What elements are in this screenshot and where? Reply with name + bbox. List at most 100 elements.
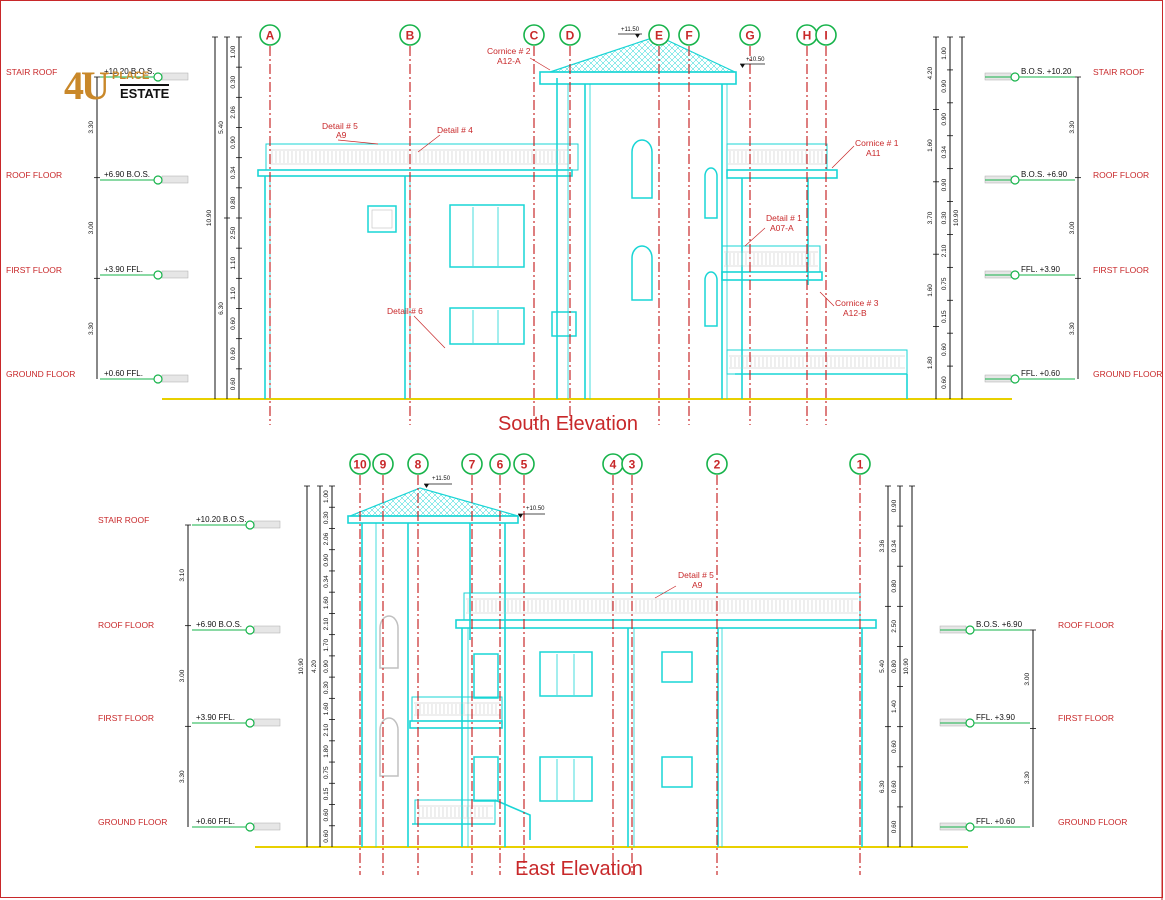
east-level-datum bbox=[965, 625, 975, 635]
south-dim-label: 0.30 bbox=[230, 76, 237, 89]
south-dim-label: 10.90 bbox=[206, 209, 213, 226]
south-level-datum bbox=[153, 72, 163, 82]
south-level-name: STAIR ROOF bbox=[6, 67, 57, 77]
east-dim-label: 3.00 bbox=[1024, 673, 1031, 686]
east-level-value: +3.90 FFL. bbox=[196, 713, 235, 722]
east-dim-label: 0.60 bbox=[323, 830, 330, 843]
east-level-name: FIRST FLOOR bbox=[98, 713, 154, 723]
east-top-level: +11.50 bbox=[432, 476, 451, 482]
south-grid-label: E bbox=[655, 29, 663, 43]
south-dimension-strings: 3.303.003.3010.905.406.301.000.302.060.9… bbox=[88, 36, 1081, 399]
south-detail-label: Detail # 6 bbox=[387, 306, 423, 316]
south-detail-label: Cornice # 2 bbox=[487, 46, 531, 56]
east-detail-ref: A9 bbox=[692, 580, 703, 590]
east-level-datum bbox=[245, 625, 255, 635]
south-grid-bubble bbox=[399, 24, 421, 46]
east-level-datum bbox=[965, 718, 975, 728]
east-annotations: Detail # 5 A9 bbox=[654, 570, 714, 599]
south-grid-label: F bbox=[685, 29, 692, 43]
south-dim-label: 6.30 bbox=[218, 302, 225, 315]
south-dim-label: 0.60 bbox=[941, 376, 948, 389]
south-grid-bubble bbox=[815, 24, 837, 46]
south-dim-label: 0.80 bbox=[230, 196, 237, 209]
south-level-name: GROUND FLOOR bbox=[1093, 369, 1162, 379]
company-logo: 4U PLACE ESTATE bbox=[64, 64, 179, 112]
south-dim-label: 0.34 bbox=[230, 166, 237, 179]
south-dim-label: 1.80 bbox=[927, 356, 934, 369]
east-dim-label: 4.20 bbox=[311, 660, 318, 673]
south-dim-label: 0.75 bbox=[941, 277, 948, 290]
east-top-level: +10.50 bbox=[526, 506, 545, 512]
south-grid-label: D bbox=[566, 29, 575, 43]
east-dim-label: 10.90 bbox=[298, 658, 305, 675]
east-level-datum bbox=[965, 822, 975, 832]
east-dim-label: 0.30 bbox=[323, 681, 330, 694]
east-level-name: FIRST FLOOR bbox=[1058, 713, 1114, 723]
south-level-datum bbox=[153, 270, 163, 280]
east-grid-bubble bbox=[706, 453, 728, 475]
south-detail-label: Cornice # 1 bbox=[855, 138, 899, 148]
south-grid-bubble bbox=[648, 24, 670, 46]
east-grid-label: 4 bbox=[610, 458, 617, 472]
east-grid-label: 6 bbox=[497, 458, 504, 472]
east-dim-label: 0.60 bbox=[891, 740, 898, 753]
south-dim-label: 2.06 bbox=[230, 106, 237, 119]
south-level-datum bbox=[153, 175, 163, 185]
south-grid-label: C bbox=[530, 29, 539, 43]
east-level-value: B.O.S. +6.90 bbox=[976, 620, 1023, 629]
south-grid-label: G bbox=[745, 29, 754, 43]
south-dim-label: 0.60 bbox=[941, 343, 948, 356]
east-top-level-markers: +11.50 +10.50 bbox=[424, 476, 545, 518]
south-dim-label: 0.90 bbox=[230, 136, 237, 149]
east-dim-label: 0.60 bbox=[891, 780, 898, 793]
south-level-datum bbox=[153, 374, 163, 384]
east-dim-label: 0.34 bbox=[323, 575, 330, 588]
south-dim-label: 5.40 bbox=[218, 121, 225, 134]
south-level-value: +3.90 FFL. bbox=[104, 265, 143, 274]
south-top-level-markers: +11.50 +10.50 bbox=[618, 27, 765, 68]
east-grid-bubble bbox=[513, 453, 535, 475]
south-dim-label: 10.90 bbox=[953, 209, 960, 226]
east-dim-label: 1.40 bbox=[891, 700, 898, 713]
south-balustrades bbox=[270, 149, 905, 369]
south-dim-label: 0.34 bbox=[941, 145, 948, 158]
south-dim-label: 0.60 bbox=[230, 347, 237, 360]
south-grid-bubble bbox=[739, 24, 761, 46]
south-grid-bubble bbox=[559, 24, 581, 46]
east-level-tile bbox=[253, 520, 281, 529]
east-level-value: +6.90 B.O.S. bbox=[196, 620, 242, 629]
south-level-value: +0.60 FFL. bbox=[104, 369, 143, 378]
south-level-name: FIRST FLOOR bbox=[1093, 265, 1149, 275]
east-level-name: GROUND FLOOR bbox=[98, 817, 167, 827]
east-balustrades bbox=[414, 598, 858, 819]
east-level-tile bbox=[253, 625, 281, 634]
east-level-value: FFL. +3.90 bbox=[976, 713, 1015, 722]
east-dim-label: 0.75 bbox=[323, 766, 330, 779]
east-grid-bubble bbox=[849, 453, 871, 475]
east-level-name: GROUND FLOOR bbox=[1058, 817, 1127, 827]
east-grid-label: 3 bbox=[629, 458, 636, 472]
south-dim-label: 2.10 bbox=[941, 244, 948, 257]
east-dim-label: 3.00 bbox=[179, 669, 186, 682]
south-grid-label: B bbox=[406, 29, 415, 43]
south-level-value: FFL. +3.90 bbox=[1021, 265, 1060, 274]
south-grid-bubble bbox=[259, 24, 281, 46]
south-level-datum bbox=[1010, 270, 1020, 280]
south-dim-label: 1.00 bbox=[230, 45, 237, 58]
south-dim-label: 1.60 bbox=[927, 139, 934, 152]
east-level-name: ROOF FLOOR bbox=[98, 620, 154, 630]
east-detail-label: Detail # 5 bbox=[678, 570, 714, 580]
east-grid-label: 2 bbox=[714, 458, 721, 472]
east-dim-label: 2.50 bbox=[891, 620, 898, 633]
south-building-outline bbox=[257, 71, 908, 399]
south-level-value: B.O.S. +6.90 bbox=[1021, 170, 1068, 179]
south-grid-label: I bbox=[824, 29, 827, 43]
east-dim-label: 0.80 bbox=[891, 660, 898, 673]
south-level-tile bbox=[161, 270, 189, 279]
